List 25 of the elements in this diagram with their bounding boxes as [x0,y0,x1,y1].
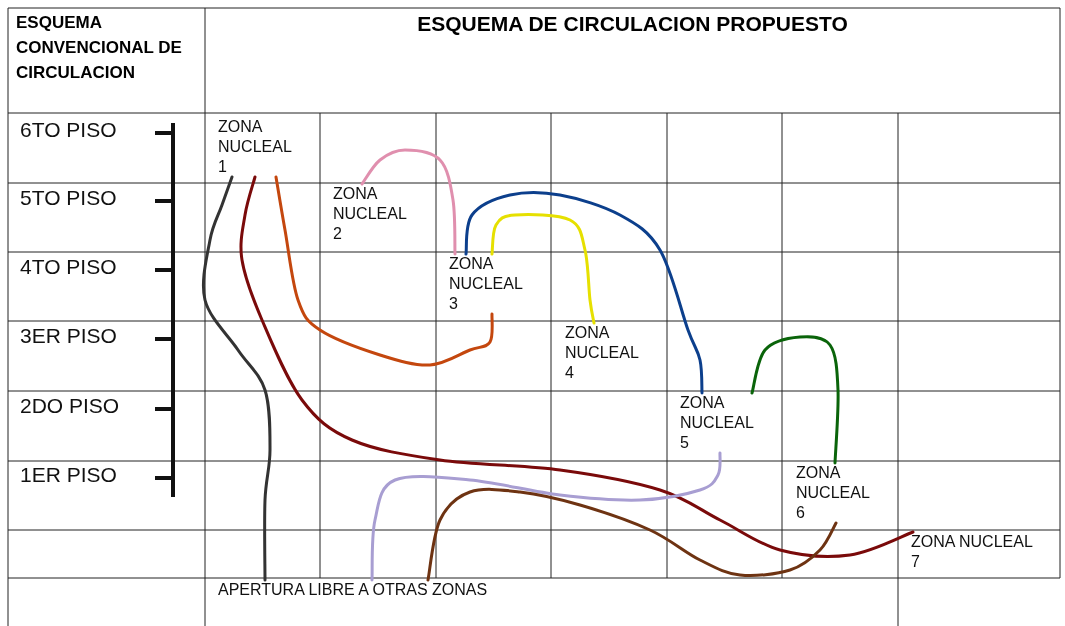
floor-label: 2DO PISO [20,394,120,418]
circulation-route [464,191,704,395]
zone-label: ZONA NUCLEAL 3 [449,254,529,314]
zone-label: ZONA NUCLEAL 1 [218,117,298,177]
diagram-title: ESQUEMA DE CIRCULACION PROPUESTO [416,12,849,36]
circulation-route [274,175,494,367]
floor-label: 6TO PISO [20,118,117,142]
circulation-route [426,487,838,582]
zone-label: ZONA NUCLEAL 5 [680,393,760,453]
zone-label: APERTURA LIBRE A OTRAS ZONAS [218,580,548,600]
column-heading: ESQUEMA CONVENCIONAL DE CIRCULACION [16,12,183,84]
zone-label: ZONA NUCLEAL 4 [565,323,645,383]
circulation-route [490,213,596,325]
zone-label: ZONA NUCLEAL 7 [911,532,1043,572]
circulation-route [360,148,457,256]
zone-label: ZONA NUCLEAL 6 [796,463,876,523]
circulation-route [370,451,722,582]
floor-label: 3ER PISO [20,324,117,348]
floor-label: 4TO PISO [20,255,117,279]
floor-label: 1ER PISO [20,463,117,487]
circulation-route [239,175,915,558]
circulation-route [750,335,840,465]
floor-label: 5TO PISO [20,186,117,210]
circulation-route [201,175,272,582]
zone-label: ZONA NUCLEAL 2 [333,184,413,244]
